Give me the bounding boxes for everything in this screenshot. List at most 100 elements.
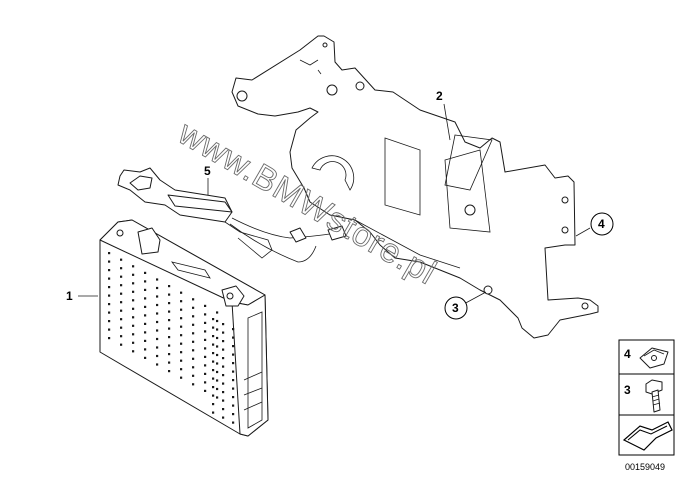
legend-label-3: 3 xyxy=(624,383,631,397)
document-number: 00159049 xyxy=(625,462,665,472)
vent-hole xyxy=(108,328,111,331)
vent-hole xyxy=(120,343,123,346)
callout-3: 3 xyxy=(452,301,459,315)
vent-hole xyxy=(192,323,195,326)
vent-holes xyxy=(108,252,235,424)
vent-hole xyxy=(192,357,195,360)
vent-hole xyxy=(204,313,207,316)
vent-hole xyxy=(216,362,219,365)
vent-hole xyxy=(144,348,147,351)
vent-hole xyxy=(108,303,111,306)
vent-hole xyxy=(232,362,235,365)
control-unit-part-1[interactable] xyxy=(99,219,269,437)
vent-hole xyxy=(120,267,123,270)
vent-hole xyxy=(204,372,207,375)
vent-hole xyxy=(156,329,159,332)
vent-hole xyxy=(144,339,147,342)
vent-hole xyxy=(216,370,219,374)
vent-hole xyxy=(212,343,215,346)
legend-item-4[interactable]: 4 xyxy=(624,347,669,369)
legend-item-3[interactable]: 3 xyxy=(624,379,663,413)
vent-hole xyxy=(180,376,183,379)
screw-icon xyxy=(645,379,663,413)
vent-hole xyxy=(156,303,159,307)
callout-1[interactable]: 1 xyxy=(66,289,73,303)
vent-hole xyxy=(180,300,183,303)
vent-hole xyxy=(108,252,111,255)
vent-hole xyxy=(212,369,215,372)
vent-hole xyxy=(180,342,183,345)
vent-hole xyxy=(144,322,147,325)
vent-hole xyxy=(232,353,235,356)
vent-hole xyxy=(156,354,159,358)
legend-panel: 4 3 xyxy=(618,339,675,456)
vent-hole xyxy=(204,321,207,324)
vent-hole xyxy=(168,336,171,339)
callout-2[interactable]: 2 xyxy=(436,89,443,103)
vent-hole xyxy=(192,349,195,352)
vent-hole xyxy=(144,314,147,317)
vent-hole xyxy=(204,389,207,392)
vent-hole xyxy=(108,269,111,272)
vent-hole xyxy=(180,334,183,337)
callout-5[interactable]: 5 xyxy=(204,164,211,178)
vent-hole xyxy=(180,351,183,354)
vent-hole xyxy=(222,399,225,402)
vent-hole xyxy=(222,391,225,394)
vent-hole xyxy=(232,336,235,339)
vent-hole xyxy=(192,298,195,301)
callout-3-marker[interactable]: 3 xyxy=(444,296,468,320)
vent-hole xyxy=(180,368,183,371)
vent-hole xyxy=(132,307,135,310)
amplifier-part-5[interactable] xyxy=(117,167,347,263)
vent-hole xyxy=(168,310,171,313)
vent-hole xyxy=(222,348,225,351)
vent-hole xyxy=(232,345,235,348)
vent-hole xyxy=(192,383,195,386)
vent-hole xyxy=(204,304,207,307)
vent-hole xyxy=(204,330,207,333)
vent-hole xyxy=(156,337,159,341)
vent-hole xyxy=(132,273,135,276)
vent-hole xyxy=(212,335,215,338)
vent-hole xyxy=(212,403,215,406)
vent-hole xyxy=(144,356,147,359)
vent-hole xyxy=(232,404,235,407)
vent-hole xyxy=(212,318,215,321)
vent-hole xyxy=(192,374,195,377)
vent-hole xyxy=(232,396,235,399)
vent-hole xyxy=(132,282,135,285)
vent-hole xyxy=(144,271,147,274)
vent-hole xyxy=(180,291,183,294)
vent-hole xyxy=(120,275,123,278)
direction-arrow-icon xyxy=(622,421,673,451)
vent-hole xyxy=(222,382,225,385)
vent-hole xyxy=(120,292,123,295)
vent-hole xyxy=(232,379,235,382)
vent-hole xyxy=(204,347,207,350)
vent-hole xyxy=(216,328,219,331)
vent-hole xyxy=(216,353,219,357)
vent-hole xyxy=(144,305,147,308)
vent-hole xyxy=(132,324,135,327)
callout-4-marker[interactable]: 4 xyxy=(590,212,614,236)
vent-hole xyxy=(168,361,171,364)
vent-hole xyxy=(232,328,235,331)
vent-hole xyxy=(180,317,183,320)
vent-hole xyxy=(108,311,111,314)
vent-hole xyxy=(144,280,147,283)
bracket-part-2[interactable] xyxy=(231,35,599,339)
vent-hole xyxy=(108,320,111,323)
vent-hole xyxy=(168,319,171,322)
legend-label-4: 4 xyxy=(624,347,631,361)
vent-hole xyxy=(222,374,225,377)
vent-hole xyxy=(168,293,171,296)
clip-nut-icon xyxy=(639,347,669,369)
vent-hole xyxy=(156,346,159,349)
vent-hole xyxy=(120,318,123,321)
vent-hole xyxy=(120,335,123,338)
vent-hole xyxy=(192,366,195,369)
vent-hole xyxy=(222,357,225,360)
vent-hole xyxy=(144,288,147,291)
vent-hole xyxy=(108,277,111,280)
